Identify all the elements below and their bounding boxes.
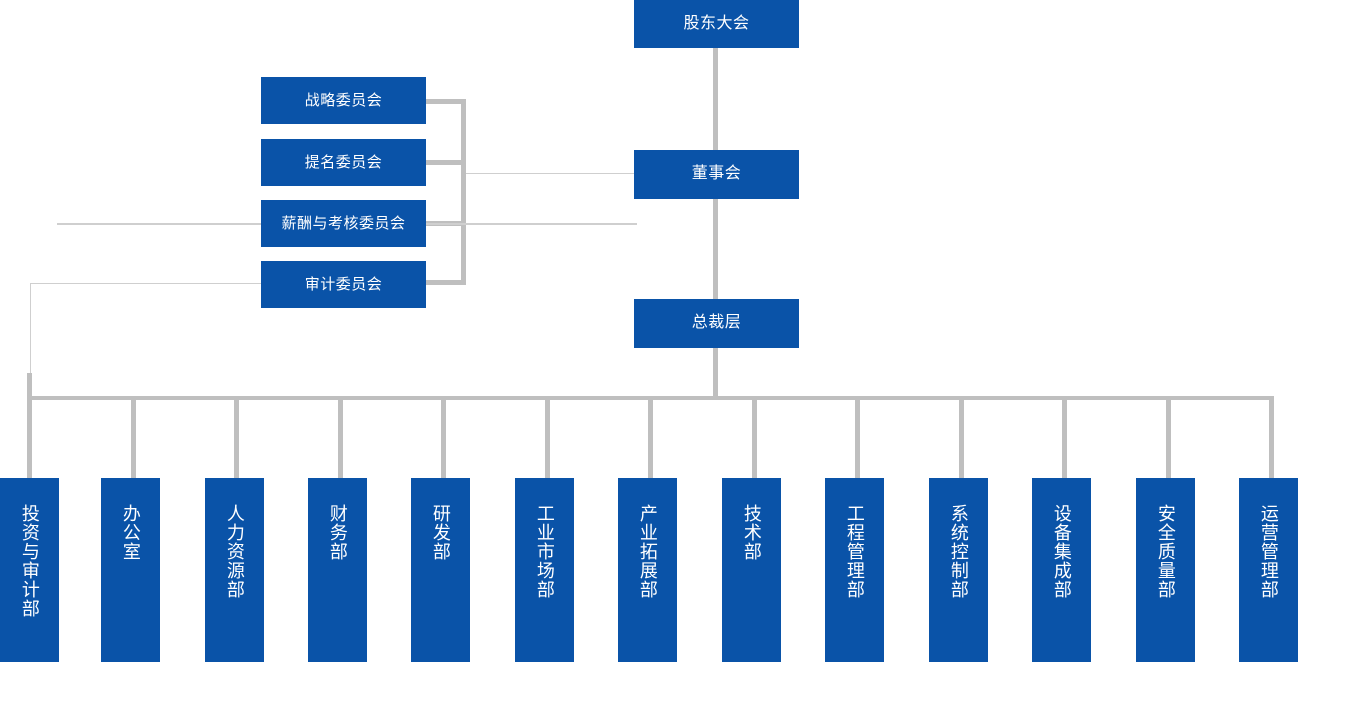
node-department-finance[interactable]: 财务部 xyxy=(308,478,367,662)
node-board-of-directors-label: 董事会 xyxy=(691,165,742,183)
node-president-level-label: 总裁层 xyxy=(691,314,742,332)
node-shareholders-meeting[interactable]: 股东大会 xyxy=(634,0,799,48)
connector-drop-11 xyxy=(1062,396,1067,480)
node-committee-nomination-label: 提名委员会 xyxy=(304,153,383,171)
node-department-system-control[interactable]: 系统控制部 xyxy=(929,478,988,662)
node-department-research-development[interactable]: 研发部 xyxy=(411,478,470,662)
connector-drop-12 xyxy=(1166,396,1171,480)
connector-committees-to-board xyxy=(466,173,635,174)
node-committee-audit-label: 审计委员会 xyxy=(304,275,383,293)
node-department-industry-expansion-label: 产业拓展部 xyxy=(637,504,658,599)
node-department-safety-quality-label: 安全质量部 xyxy=(1155,504,1176,599)
node-committee-strategy[interactable]: 战略委员会 xyxy=(261,77,426,124)
node-department-industrial-market-label: 工业市场部 xyxy=(534,504,555,599)
connector-drop-7 xyxy=(648,396,653,480)
node-department-system-control-label: 系统控制部 xyxy=(948,504,969,599)
connector-board-to-president xyxy=(713,199,718,299)
connector-shareholders-to-board xyxy=(713,48,718,150)
connector-audit-vertical xyxy=(30,283,31,378)
node-department-research-development-label: 研发部 xyxy=(430,504,451,561)
node-department-investment-audit-label: 投资与审计部 xyxy=(19,504,40,618)
connector-audit-to-bus xyxy=(27,373,32,400)
connector-drop-13 xyxy=(1269,396,1274,480)
node-department-industry-expansion[interactable]: 产业拓展部 xyxy=(618,478,677,662)
connector-committee-stub-4 xyxy=(426,280,466,285)
connector-drop-10 xyxy=(959,396,964,480)
node-shareholders-meeting-label: 股东大会 xyxy=(683,14,750,32)
node-committee-audit[interactable]: 审计委员会 xyxy=(261,261,426,308)
node-committee-compensation-label: 薪酬与考核委员会 xyxy=(281,214,406,232)
node-department-office[interactable]: 办公室 xyxy=(101,478,160,662)
node-department-human-resources-label: 人力资源部 xyxy=(224,504,245,599)
node-committee-compensation[interactable]: 薪酬与考核委员会 xyxy=(261,200,426,247)
node-department-equipment-integration[interactable]: 设备集成部 xyxy=(1032,478,1091,662)
node-department-investment-audit[interactable]: 投资与审计部 xyxy=(0,478,59,662)
connector-drop-3 xyxy=(234,396,239,480)
connector-drop-2 xyxy=(131,396,136,480)
node-department-operations-management-label: 运营管理部 xyxy=(1258,504,1279,599)
connector-audit-left xyxy=(30,283,261,284)
node-department-technology-label: 技术部 xyxy=(741,504,762,561)
node-department-human-resources[interactable]: 人力资源部 xyxy=(205,478,264,662)
node-committee-nomination[interactable]: 提名委员会 xyxy=(261,139,426,186)
connector-drop-1 xyxy=(27,396,32,480)
node-president-level[interactable]: 总裁层 xyxy=(634,299,799,348)
connector-drop-6 xyxy=(545,396,550,480)
connector-committee-spine xyxy=(461,99,466,285)
connector-compensation-right xyxy=(426,223,637,225)
node-department-engineering-management[interactable]: 工程管理部 xyxy=(825,478,884,662)
connector-president-to-bus xyxy=(713,348,718,400)
node-committee-strategy-label: 战略委员会 xyxy=(304,91,383,109)
connector-drop-4 xyxy=(338,396,343,480)
node-department-operations-management[interactable]: 运营管理部 xyxy=(1239,478,1298,662)
connector-committee-stub-1 xyxy=(426,99,466,104)
node-department-finance-label: 财务部 xyxy=(327,504,348,561)
connector-compensation-left xyxy=(57,223,261,225)
connector-drop-8 xyxy=(752,396,757,480)
connector-drop-5 xyxy=(441,396,446,480)
node-department-technology[interactable]: 技术部 xyxy=(722,478,781,662)
node-department-equipment-integration-label: 设备集成部 xyxy=(1051,504,1072,599)
node-board-of-directors[interactable]: 董事会 xyxy=(634,150,799,199)
connector-committee-stub-2 xyxy=(426,160,466,165)
connector-drop-9 xyxy=(855,396,860,480)
node-department-safety-quality[interactable]: 安全质量部 xyxy=(1136,478,1195,662)
node-department-engineering-management-label: 工程管理部 xyxy=(844,504,865,599)
node-department-industrial-market[interactable]: 工业市场部 xyxy=(515,478,574,662)
node-department-office-label: 办公室 xyxy=(120,504,141,561)
